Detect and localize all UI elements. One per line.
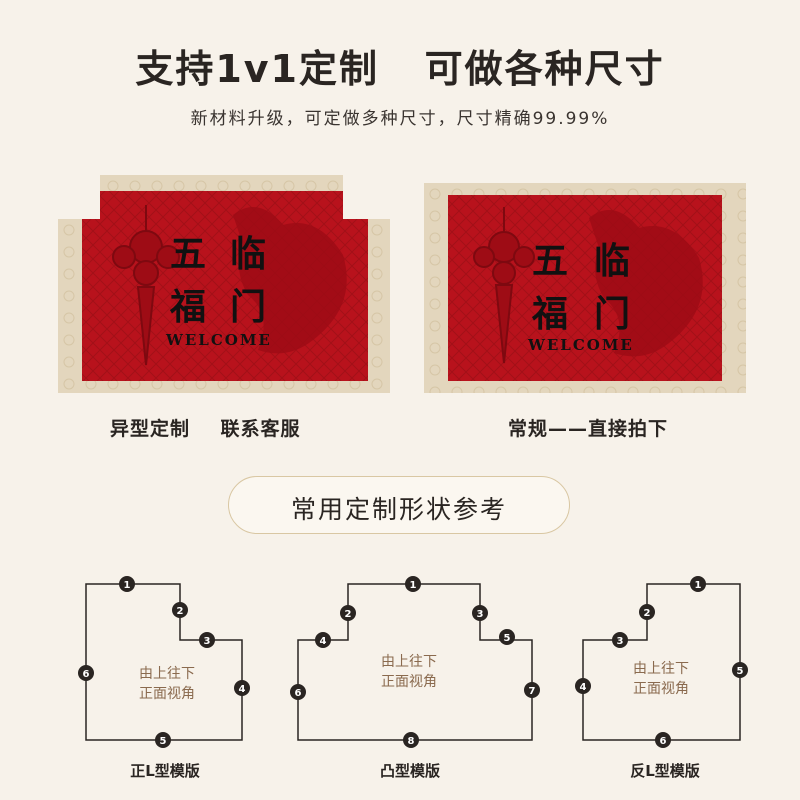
shape-1-name: 正L型模版 [130, 762, 200, 780]
svg-text:1: 1 [410, 580, 417, 591]
point-marker-6: 6 [78, 665, 94, 681]
mat-right-char-2: 临 [594, 240, 631, 282]
custom-shape-caption: 异型定制 联系客服 [110, 418, 301, 440]
chinese-knot-icon [112, 205, 180, 366]
svg-text:6: 6 [660, 736, 667, 747]
mat-right-char-1: 五 [532, 240, 569, 282]
point-marker-4: 4 [315, 632, 331, 648]
point-marker-1: 1 [405, 576, 421, 592]
point-marker-5: 5 [499, 629, 515, 645]
mat-left-welcome: WELCOME [166, 331, 272, 349]
shape-3-name: 反L型模版 [630, 762, 700, 780]
mat-right-welcome: WELCOME [528, 336, 634, 354]
shape-1-view-label-line1: 由上往下 [139, 666, 195, 682]
page-title: 支持1v1定制 可做各种尺寸 [135, 47, 665, 91]
point-marker-1: 1 [119, 576, 135, 592]
point-marker-2: 2 [639, 604, 655, 620]
svg-text:5: 5 [160, 736, 167, 747]
fu-calligraphy-decoration [233, 207, 347, 354]
svg-text:2: 2 [644, 608, 651, 619]
point-marker-4: 4 [575, 678, 591, 694]
positive-l-outline [85, 583, 243, 741]
svg-text:3: 3 [617, 636, 624, 647]
svg-text:5: 5 [737, 666, 744, 677]
svg-text:8: 8 [408, 736, 415, 747]
svg-text:6: 6 [83, 669, 90, 680]
svg-text:2: 2 [345, 609, 352, 620]
fu-calligraphy-decoration [589, 210, 703, 357]
svg-text:4: 4 [239, 684, 246, 695]
svg-text:5: 5 [504, 633, 511, 644]
point-marker-3: 3 [472, 605, 488, 621]
shape-templates-diagram: 1 2 3 4 5 6 1 2 3 4 5 6 7 8 1 2 3 4 5 6 [78, 576, 748, 748]
svg-text:6: 6 [295, 688, 302, 699]
svg-text:4: 4 [580, 682, 587, 693]
point-marker-3: 3 [612, 632, 628, 648]
point-marker-5: 5 [732, 662, 748, 678]
shape-3-view-label-line2: 正面视角 [633, 681, 689, 697]
svg-text:4: 4 [320, 636, 327, 647]
point-marker-6: 6 [290, 684, 306, 700]
svg-text:1: 1 [695, 580, 702, 591]
point-marker-5: 5 [155, 732, 171, 748]
svg-text:2: 2 [177, 606, 184, 617]
convex-outline [297, 583, 533, 741]
point-marker-7: 7 [524, 682, 540, 698]
mat-left-char-1: 五 [170, 233, 207, 275]
svg-text:3: 3 [477, 609, 484, 620]
point-marker-2: 2 [172, 602, 188, 618]
reverse-l-outline [582, 583, 741, 741]
custom-shape-mat-image [58, 175, 390, 393]
regular-mat-image [424, 183, 746, 393]
point-marker-8: 8 [403, 732, 419, 748]
mat-right-char-3: 福 [532, 293, 569, 335]
shape-2-name: 凸型模版 [379, 762, 440, 780]
mat-left-char-2: 临 [230, 233, 267, 275]
section-title: 常用定制形状参考 [290, 495, 507, 524]
regular-caption: 常规——直接拍下 [508, 418, 669, 440]
mat-right-char-4: 门 [594, 293, 631, 335]
chinese-knot-icon [473, 207, 535, 364]
section-title-pill [228, 476, 570, 534]
point-marker-4: 4 [234, 680, 250, 696]
shape-1-view-label-line2: 正面视角 [139, 686, 195, 702]
mat-left-char-3: 福 [170, 286, 207, 328]
mat-left-char-4: 门 [230, 286, 267, 328]
page-subtitle: 新材料升级，可定做多种尺寸，尺寸精确99.99% [190, 109, 610, 129]
point-marker-2: 2 [340, 605, 356, 621]
svg-text:3: 3 [204, 636, 211, 647]
point-marker-6: 6 [655, 732, 671, 748]
point-marker-3: 3 [199, 632, 215, 648]
shape-2-view-label-line2: 正面视角 [381, 674, 437, 690]
svg-text:7: 7 [529, 686, 536, 697]
shape-3-view-label-line1: 由上往下 [633, 661, 689, 677]
svg-text:1: 1 [124, 580, 131, 591]
point-marker-1: 1 [690, 576, 706, 592]
shape-2-view-label-line1: 由上往下 [381, 654, 437, 670]
